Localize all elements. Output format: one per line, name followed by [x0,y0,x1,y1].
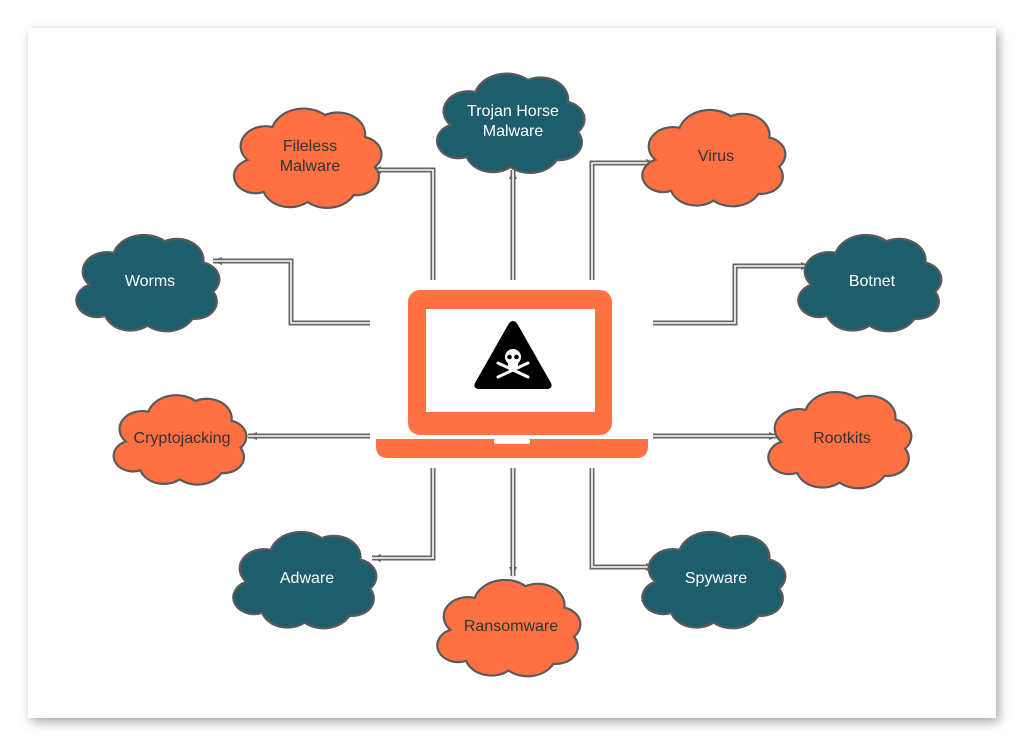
cloud-label-line: Malware [280,158,341,175]
cloud-node-adware: Adware [233,532,376,628]
cloud-label: Cryptojacking [134,430,231,447]
cloud-label: Rootkits [813,430,871,447]
cloud-shape [114,395,247,484]
cloud-shape [642,110,785,206]
cloud-label-line: Botnet [849,273,896,290]
cloud-label: Spyware [685,570,747,587]
cloud-label: Virus [698,148,734,165]
cloud-shape [234,109,381,208]
cloud-shape [437,74,584,173]
laptop-base [376,439,648,458]
cloud-label-line: Spyware [685,570,747,587]
cloud-label-line: Worms [125,273,175,290]
cloud-shape [768,392,911,488]
cloud-label-line: Malware [483,123,544,140]
cloud-shape [233,532,376,628]
cloud-shape [437,580,580,676]
cloud-node-spyware: Spyware [642,532,785,628]
connector-arrow-4 [653,262,811,326]
cloud-shape [642,532,785,628]
cloud-shape [798,235,941,331]
cloud-node-virus: Virus [642,110,785,206]
cloud-node-rootkits: Rootkits [768,392,911,488]
cloud-node-worms: Worms [76,235,219,331]
cloud-node-botnet: Botnet [798,235,941,331]
cloud-label-line: Cryptojacking [134,430,231,447]
cloud-label-line: Trojan Horse [467,103,559,120]
connector-arrow-7 [371,468,436,562]
cloud-node-ransomware: Ransomware [437,580,580,676]
cloud-label-line: Virus [698,148,734,165]
cloud-node-cryptojacking: Cryptojacking [114,395,247,484]
laptop-notch [494,439,530,444]
cloud-label: Adware [280,570,334,587]
connectors [212,159,811,577]
connector-arrow-3 [212,257,370,326]
skull-warning-icon [474,321,552,389]
cloud-label: Botnet [849,273,896,290]
cloud-label-line: Fileless [283,138,337,155]
cloud-label-line: Rootkits [813,430,871,447]
connector-arrow-0 [371,166,436,280]
cloud-label: Worms [125,273,175,290]
cloud-label: Ransomware [464,618,558,635]
cloud-label-line: Adware [280,570,334,587]
cloud-label-line: Ransomware [464,618,558,635]
connector-arrow-2 [589,159,656,280]
laptop-skull-warning-icon [376,290,648,458]
cloud-shape [76,235,219,331]
connector-arrow-9 [589,468,656,571]
